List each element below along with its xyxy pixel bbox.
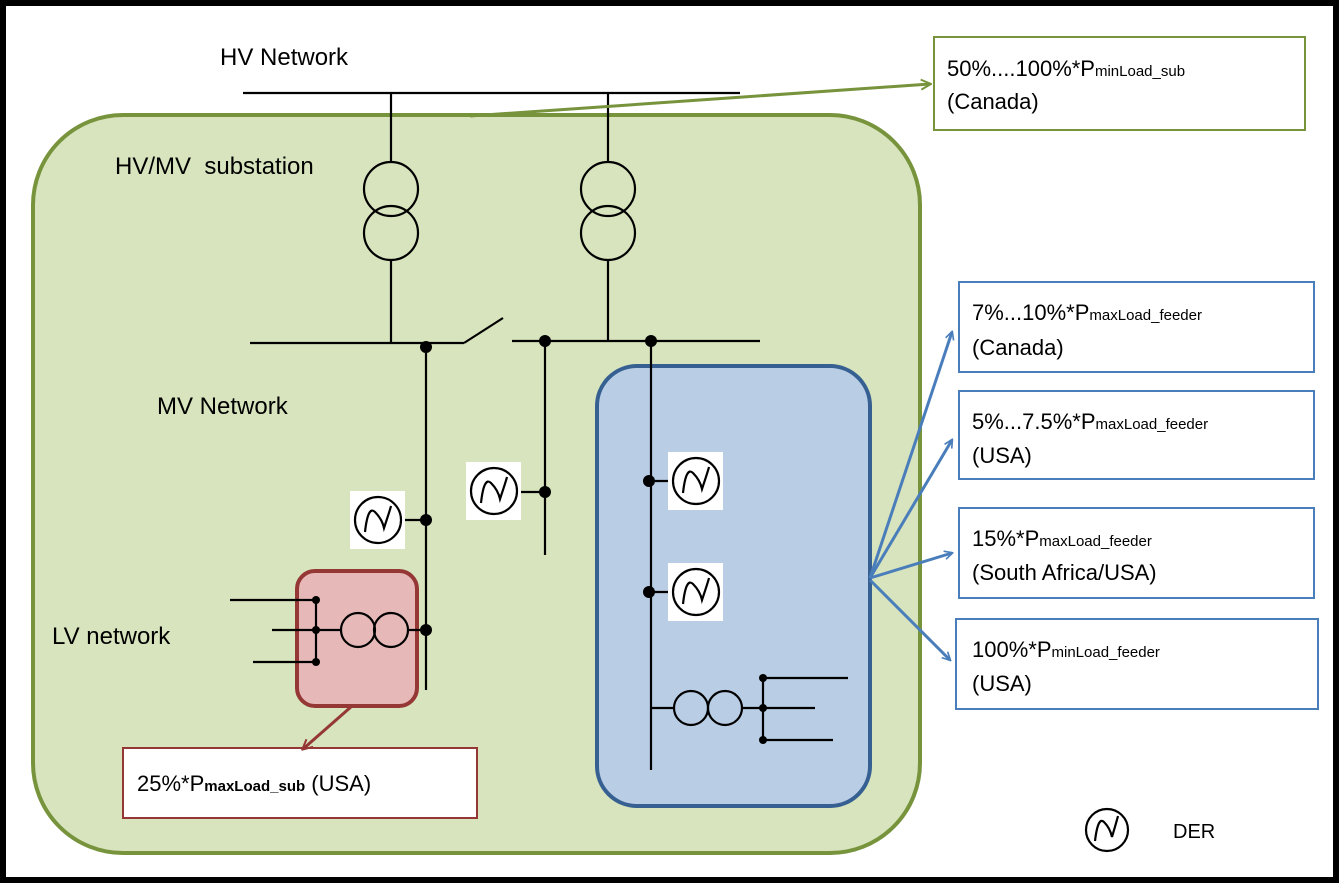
canada-substation-line2: (Canada) (947, 89, 1039, 114)
lv-region (295, 569, 419, 708)
limit-subscript: maxLoad_feeder (1096, 416, 1209, 433)
hv-network-label: HV Network (220, 44, 349, 71)
bus-switch (463, 317, 504, 344)
der-symbol (466, 462, 521, 520)
lv-network-label: LV network (52, 623, 171, 650)
limit-subscript: maxLoad_feeder (1039, 533, 1152, 550)
der-symbol (668, 563, 723, 621)
sa-usa-feeder-line2: (South Africa/USA) (972, 560, 1157, 585)
node (420, 341, 432, 353)
limit-subscript: maxLoad_sub (204, 778, 305, 795)
der-symbol (668, 452, 723, 510)
node (539, 335, 551, 347)
feeder-lv-transformer (651, 674, 848, 744)
lv-transformer (230, 596, 432, 666)
usa-feeder-b-line1: 100%*PminLoad_feeder (972, 637, 1160, 662)
canada-substation-line1: 50%....100%*PminLoad_sub (947, 56, 1185, 81)
usa-feeder-b-box: 100%*PminLoad_feeder (USA) (955, 618, 1319, 710)
der-symbol (350, 491, 405, 549)
feeder-arrows (868, 332, 952, 660)
limit-text: 7%...10%*P (972, 300, 1089, 325)
canada-substation-box (933, 36, 1306, 131)
usa-feeder-b-line2: (USA) (972, 671, 1032, 696)
limit-text: 100%*P (972, 637, 1052, 662)
limit-subscript: minLoad_feeder (1052, 644, 1160, 661)
usa-substation-line: 25%*PmaxLoad_sub (USA) (137, 771, 371, 796)
canada-feeder-line2: (Canada) (972, 335, 1064, 360)
usa-substation-box (122, 747, 478, 819)
usa-feeder-a-line1: 5%...7.5%*PmaxLoad_feeder (972, 409, 1208, 434)
limit-text: 15%*P (972, 526, 1039, 551)
mv-network-label: MV Network (157, 393, 289, 420)
node (645, 335, 657, 347)
canada-feeder-line1: 7%...10%*PmaxLoad_feeder (972, 300, 1202, 325)
der-legend-label: DER (1173, 821, 1215, 843)
usa-feeder-a-line2: (USA) (972, 443, 1032, 468)
limit-subscript: minLoad_sub (1095, 63, 1185, 80)
substation-arrow (469, 84, 930, 118)
usa-feeder-a-box: 5%...7.5%*PmaxLoad_feeder (USA) (958, 390, 1315, 480)
hvmv-substation-label: HV/MV substation (115, 153, 314, 180)
sa-usa-feeder-box: 15%*PmaxLoad_feeder (South Africa/USA) (958, 507, 1315, 599)
limit-text: 5%...7.5%*P (972, 409, 1096, 434)
limit-text: 50%....100%*P (947, 56, 1095, 81)
limit-subscript: maxLoad_feeder (1089, 307, 1202, 324)
lv-arrow (303, 704, 353, 749)
canada-feeder-box: 7%...10%*PmaxLoad_feeder (Canada) (958, 281, 1315, 373)
feeder-region (595, 364, 872, 808)
limit-text: 25%*P (137, 771, 204, 796)
sa-usa-feeder-line1: 15%*PmaxLoad_feeder (972, 526, 1152, 551)
der-legend-icon (1084, 807, 1130, 853)
limit-country: (USA) (305, 771, 371, 796)
